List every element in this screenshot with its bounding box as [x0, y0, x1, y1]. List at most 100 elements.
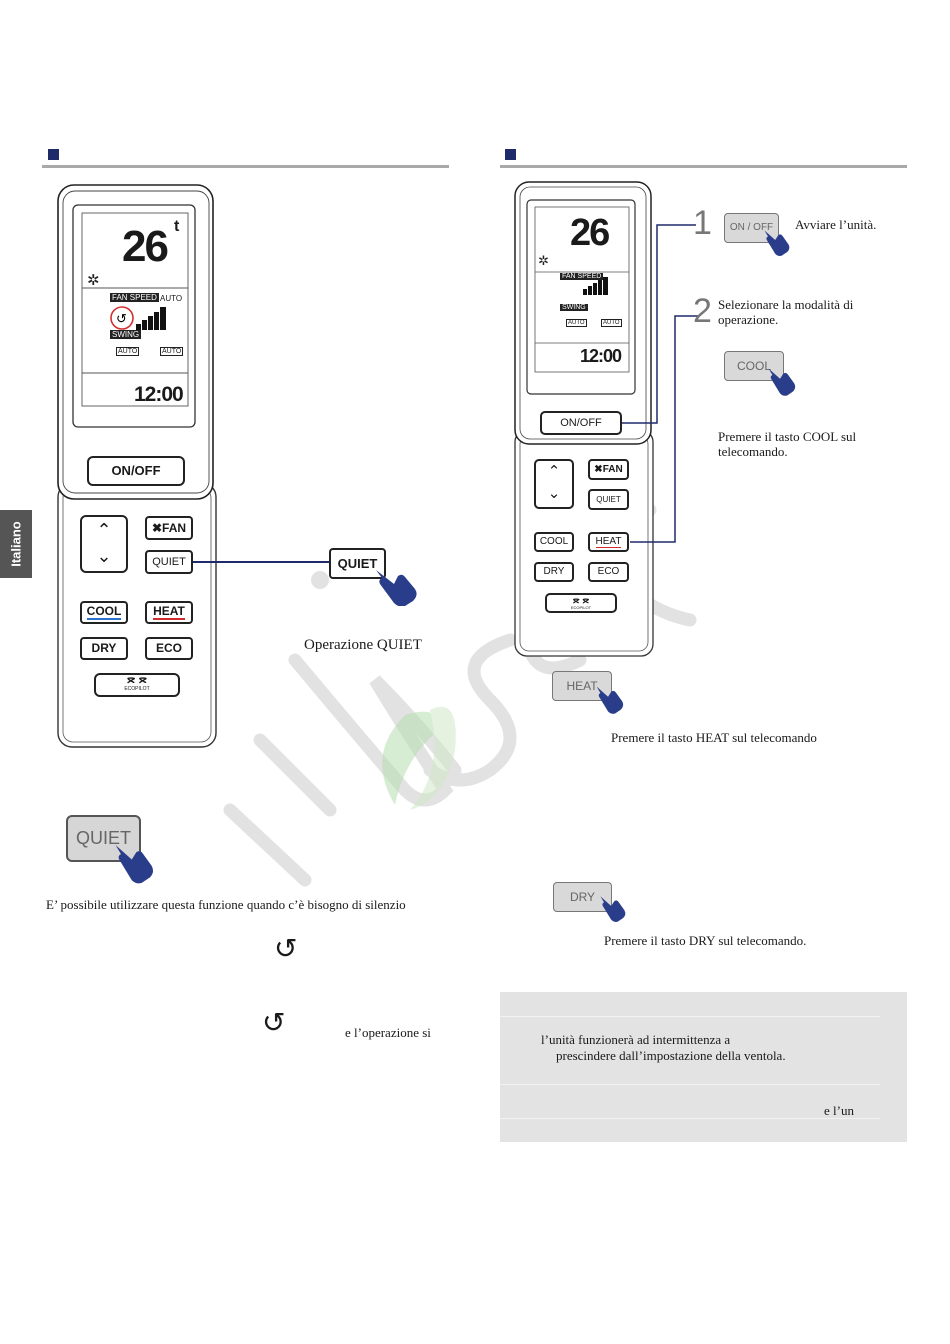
ecopilot-button-right[interactable]: ᯖ ᯖ ECOPILOT: [545, 593, 617, 613]
quiet-lcd-icon: ↺: [262, 1006, 286, 1039]
quiet-callout-button[interactable]: QUIET: [329, 548, 386, 579]
remote-left: ✲: [57, 184, 217, 748]
quiet-button-left[interactable]: QUIET: [145, 550, 193, 574]
step-2-number: 2: [693, 292, 712, 330]
section-rule-left: [42, 165, 449, 168]
temp-up-down-button-left[interactable]: ⌃⌄: [80, 515, 128, 573]
lcd-swing-label-right: SWING: [560, 304, 588, 311]
temp-up-down-button-right[interactable]: ⌃⌄: [534, 459, 574, 509]
ecopilot-icon: ᯖ ᯖ: [572, 595, 590, 605]
onoff-button-left[interactable]: ON/OFF: [87, 456, 185, 486]
step-2-text-2: operazione.: [718, 312, 779, 327]
note-line-3: e l’un: [824, 1103, 854, 1118]
cool-button-left[interactable]: COOL: [80, 601, 128, 624]
ecopilot-icon: ᯖ ᯖ: [126, 674, 148, 686]
heat-label: HEAT: [153, 604, 185, 620]
chevron-down-icon: ⌄: [547, 485, 561, 502]
eco-button-right[interactable]: ECO: [588, 562, 629, 582]
lcd-snow-icon: ✲: [538, 253, 549, 268]
quiet-operation-label: Operazione QUIET: [304, 637, 422, 653]
hand-pointer-icon: [768, 368, 796, 396]
quiet-label: QUIET: [596, 495, 621, 504]
onoff-callout-label: ON / OFF: [729, 222, 774, 233]
eco-label: ECO: [155, 641, 182, 655]
cool-text-2: telecomando.: [718, 444, 788, 459]
chevron-up-icon: ⌃: [547, 463, 561, 480]
lcd-temp-unit: t: [174, 218, 180, 235]
dry-text: Premere il tasto DRY sul telecomando.: [604, 933, 807, 948]
fan-label: FAN: [602, 464, 623, 475]
note-box: l’unità funzionerà ad intermittenza a pr…: [500, 992, 907, 1142]
lcd-swing-auto-1-right: AUTO: [566, 319, 587, 327]
heat-button-right[interactable]: HEAT: [588, 532, 629, 552]
dry-label: DRY: [543, 566, 565, 577]
quiet-big-label: QUIET: [75, 828, 131, 848]
lcd-swing-auto-1: AUTO: [116, 347, 140, 356]
lcd-snow-icon: ✲: [87, 272, 100, 289]
language-tab[interactable]: Italiano: [0, 510, 32, 578]
cool-text-1: Premere il tasto COOL sul: [718, 429, 857, 444]
lcd-temperature: 26: [122, 222, 169, 271]
operation-partial-text: e l’operazione si: [345, 1025, 431, 1040]
hand-pointer-icon: [764, 230, 790, 256]
hand-pointer-icon: [600, 896, 626, 922]
quiet-button-right[interactable]: QUIET: [588, 489, 629, 510]
section-marker-left: [48, 149, 59, 160]
eco-label: ECO: [597, 566, 620, 577]
note-divider: [500, 1084, 880, 1085]
ecopilot-label: ECOPILOT: [124, 686, 150, 692]
quiet-lcd-icon: ↺: [274, 932, 298, 965]
fan-button-right[interactable]: ✖FAN: [588, 459, 629, 480]
lcd-fan-speed-label-right: FAN SPEED: [560, 273, 604, 280]
onoff-button-right[interactable]: ON/OFF: [540, 411, 622, 435]
fan-icon: ✖: [151, 521, 163, 535]
ecopilot-label: ECOPILOT: [570, 605, 592, 610]
dry-button-left[interactable]: DRY: [80, 637, 128, 660]
lcd-quiet-indicator: ↺: [110, 306, 166, 330]
section-rule-right: [500, 165, 907, 168]
lcd-swing-label: SWING: [110, 330, 142, 339]
lcd-swing-auto-2-right: AUTO: [601, 319, 622, 327]
svg-text:↺: ↺: [116, 311, 127, 326]
section-marker-right: [505, 149, 516, 160]
cool-button-right[interactable]: COOL: [534, 532, 574, 552]
dry-label: DRY: [91, 641, 117, 655]
chevron-up-icon: ⌃: [96, 520, 112, 540]
chevron-down-icon: ⌄: [96, 546, 112, 566]
step-1-text: Avviare l’unità.: [795, 217, 877, 232]
step-connector-lines: [622, 224, 698, 543]
lcd-fan-speed-label: FAN SPEED: [110, 293, 159, 302]
cool-label: COOL: [86, 604, 122, 620]
step-2-text-1: Selezionare la modalità di: [718, 297, 854, 312]
onoff-label: ON/OFF: [560, 417, 602, 429]
remote-right: ✲: [514, 181, 654, 657]
dry-callout-label: DRY: [569, 890, 596, 904]
quiet-connector-line: [193, 561, 329, 563]
note-divider: [500, 1118, 880, 1119]
eco-button-left[interactable]: ECO: [145, 637, 193, 660]
quiet-description: E’ possibile utilizzare questa funzione …: [46, 897, 406, 912]
note-line-1: l’unità funzionerà ad intermittenza a: [541, 1032, 731, 1047]
language-tab-label: Italiano: [8, 521, 24, 567]
lcd-swing-auto-2: AUTO: [160, 347, 184, 356]
onoff-label: ON/OFF: [111, 463, 161, 478]
ecopilot-button-left[interactable]: ᯖ ᯖ ECOPILOT: [94, 673, 180, 697]
step-1-number: 1: [693, 204, 712, 242]
fan-label: FAN: [162, 521, 187, 535]
dry-callout-button[interactable]: DRY: [553, 882, 612, 912]
note-divider: [500, 1016, 880, 1017]
cool-callout-label: COOL: [736, 359, 771, 373]
cool-label: COOL: [539, 536, 569, 547]
dry-button-right[interactable]: DRY: [534, 562, 574, 582]
fan-icon: ✖: [594, 464, 603, 475]
hand-pointer-icon: [115, 845, 154, 884]
heat-button-left[interactable]: HEAT: [145, 601, 193, 624]
quiet-big-button[interactable]: QUIET: [66, 815, 141, 862]
heat-text: Premere il tasto HEAT sul telecomando: [611, 730, 817, 745]
heat-label: HEAT: [595, 536, 622, 548]
fan-button-left[interactable]: ✖FAN: [145, 516, 193, 540]
heat-callout-label: HEAT: [566, 679, 598, 693]
hand-pointer-icon: [596, 686, 624, 714]
hand-pointer-icon: [376, 570, 417, 606]
lcd-temperature-right: 26: [570, 212, 610, 254]
